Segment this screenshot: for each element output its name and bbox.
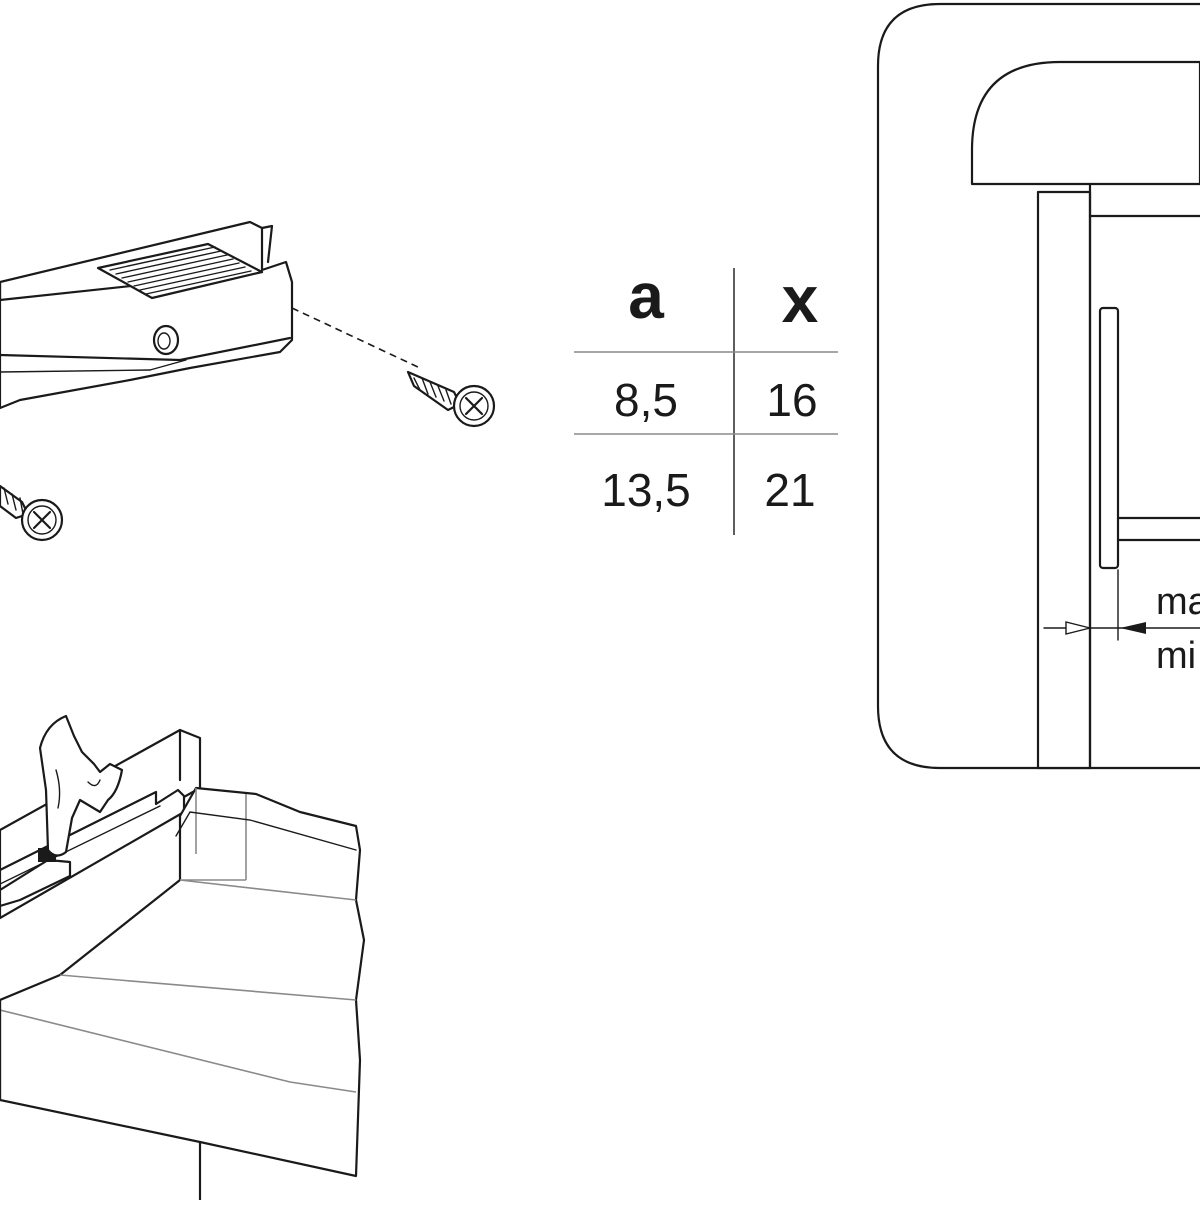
phillips-head-icon bbox=[464, 396, 484, 416]
phillips-head-icon bbox=[32, 510, 52, 530]
detail-view: ma mi bbox=[876, 2, 1200, 770]
vent-grille bbox=[109, 246, 252, 295]
cell-x-row1: 16 bbox=[766, 374, 817, 426]
cell-a-row1: 8,5 bbox=[614, 374, 678, 426]
dimension-table: a x 8,5 16 13,5 21 bbox=[574, 260, 838, 535]
header-x: x bbox=[782, 262, 819, 336]
arrow-right-icon bbox=[1065, 621, 1091, 635]
header-a: a bbox=[628, 260, 664, 332]
hand-icon bbox=[38, 714, 124, 857]
drawer-assembly bbox=[0, 714, 366, 1202]
screw-right bbox=[406, 370, 496, 428]
arrow-left-icon bbox=[1120, 622, 1146, 634]
bracket-part bbox=[0, 220, 421, 410]
label-min: mi bbox=[1156, 635, 1196, 677]
screw-left bbox=[0, 484, 64, 542]
label-max: ma bbox=[1156, 581, 1200, 623]
cell-x-row2: 21 bbox=[764, 464, 815, 516]
alignment-line bbox=[291, 307, 421, 369]
cell-a-row2: 13,5 bbox=[601, 464, 691, 516]
